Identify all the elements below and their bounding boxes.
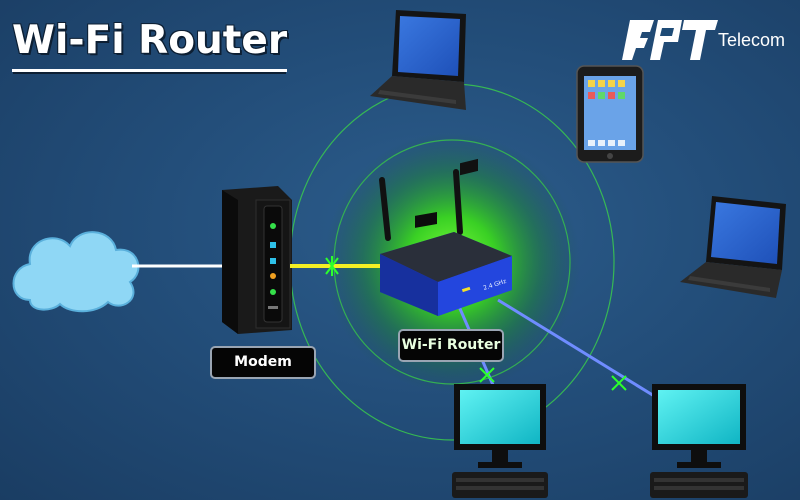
cloud-icon <box>12 231 140 313</box>
modem-icon <box>222 186 292 334</box>
page-title: Wi-Fi Router <box>12 18 288 72</box>
brand-name: Telecom <box>718 30 786 50</box>
laptop-icon <box>680 196 786 298</box>
brand-logo: Telecom <box>622 16 792 64</box>
laptop-icon <box>370 10 466 110</box>
desktop-icon <box>452 384 548 498</box>
wireless-link-desktop-2 <box>497 298 665 404</box>
router-label: Wi-Fi Router <box>398 329 504 362</box>
modem-label: Modem <box>210 346 316 379</box>
router-icon: 2.4 GHz <box>379 158 512 316</box>
link-spark <box>479 367 627 391</box>
tablet-icon <box>576 65 644 163</box>
desktop-icon <box>650 384 748 498</box>
link-spark <box>325 256 339 276</box>
fpt-logo-icon <box>622 20 718 60</box>
